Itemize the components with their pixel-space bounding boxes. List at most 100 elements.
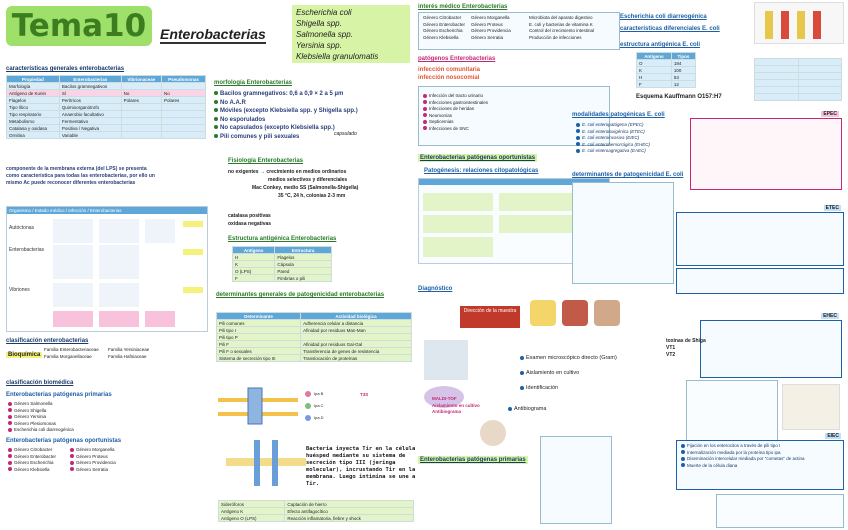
stool-sample-image (594, 300, 620, 326)
primary-pathogens-box (540, 436, 612, 524)
pathogens-heading: patógenos Enterobacterias (418, 56, 496, 62)
group-label: Vibriones (9, 287, 30, 293)
eiec-label: EIEC (825, 433, 841, 439)
diagnosis-steps: Examen microscópico directo (Gram) Aisla… (520, 354, 617, 393)
ecoli-heading: Escherichia coli diarreogénica (620, 14, 707, 20)
t3s-label: T3S (360, 392, 369, 397)
ecoli-sub: características diferenciales E. coli (620, 26, 720, 32)
secretion-system-diagram (218, 387, 311, 425)
eiec-box (676, 268, 844, 294)
characteristics-table: Propiedad Enterobacterias Vibrionaceae P… (6, 75, 206, 139)
pathogenicity-heading: determinantes generales de patogenicidad… (216, 292, 385, 298)
diagnosis-heading: Diagnóstico (418, 286, 453, 292)
ehec-box: EHEC (700, 313, 842, 378)
urine-sample-image (530, 300, 556, 326)
family-list-2: Familia Yersiniaceae Familia Hafniaceae (108, 347, 150, 359)
pathogenic-modalities-heading: modalidades patogénicas E. coli (572, 112, 665, 118)
modalities-list: E. coli enteropatógena (EPEC) E. coli en… (576, 122, 686, 155)
species-item: Yersinia spp. (296, 41, 342, 50)
table-row: O (LPS)Pared (231, 267, 332, 275)
biochem-table (754, 58, 842, 101)
infection-table: Organismo / Estado médico / Infección / … (6, 206, 208, 332)
antibiogram-step: Antibiograma (508, 406, 546, 412)
biochemical-label: Bioquímica (6, 352, 43, 358)
morphology-heading: morfología Enterobacterias (214, 80, 293, 86)
species-item: Salmonella spp. (296, 30, 353, 39)
pathogenesis-heading: Patogénesis: relaciones citopatológicas (424, 168, 539, 174)
classification-heading: clasificación enterobacterias (6, 338, 89, 344)
etec-label: ETEC (823, 205, 841, 211)
kauffmann-scheme: Esquema Kauffmann O157:H7 (636, 94, 722, 100)
membrane-diagram (226, 440, 306, 486)
final-notes-box (716, 494, 844, 528)
diagnosis-sub: MALDI-TOF Aislamiento en cultivo Antibio… (432, 396, 480, 414)
group-label: Autóctonas (9, 225, 35, 231)
ipa-labels: Ipa B Ipa C Ipa D (314, 391, 324, 420)
general-characteristics-heading: características generales enterobacteria… (6, 66, 125, 72)
toxin-labels: toxinas de Shiga VT1 VT2 (666, 338, 706, 358)
physiology-tail: catalasa positivas oxidasa negativas (228, 213, 272, 227)
medical-interest-heading: interés médico Enterobacterias (418, 4, 508, 10)
ecoli-determinants-heading: determinantes de patogenicidad E. coli (572, 172, 684, 178)
flow-diagram (686, 380, 778, 442)
morphology-list: Bacilos gramnegativos: 0,6 a 0,9 × 2 a 5… (214, 90, 414, 141)
ecoli-antigenic-heading: estructura antigénica E. coli (620, 42, 701, 48)
test-tubes-image (754, 2, 844, 44)
cell-image (782, 384, 840, 430)
species-item: Klebsiella granulomatis (296, 52, 379, 61)
opportunistic-pathogens-heading: Enterobacterias patógenas oportunistas (418, 154, 538, 162)
table-row: Pili tipo P (215, 333, 412, 341)
physiology-lines: no exigentes → crecimiento en medios ord… (228, 169, 359, 199)
determinants-box (572, 182, 674, 284)
family-list: Familia Enterobacteriaceae Familia Morga… (44, 347, 99, 359)
eiec-invasion-box: EIEC Fijación en los enterocitos a travé… (676, 433, 844, 490)
species-item: Escherichia coli (296, 8, 352, 17)
tubes-image (424, 340, 468, 380)
opportunistic-list-2: Género Morganella Género Proteus Género … (70, 447, 140, 473)
infection-table-header: Organismo / Estado médico / Infección / … (7, 207, 207, 214)
pathogenesis-table (418, 178, 610, 264)
table-row: Antígeno O (LPS)Reacción inflamatoria, f… (217, 514, 414, 522)
blood-sample-image (562, 300, 588, 326)
biomedical-heading: clasificación biomédica (6, 380, 74, 386)
gram-stain-image (424, 386, 464, 408)
page-subtitle: Enterobacterias (160, 26, 266, 44)
primary-pathogens-heading: Enterobacterias patógenas primarias (418, 456, 528, 464)
primary-list: Género Salmonella Género Shigella Género… (8, 401, 128, 434)
species-item: Shigella spp. (296, 19, 342, 28)
capsulado-note: capsulado (334, 131, 357, 137)
table-header-row: Propiedad Enterobacterias Vibrionaceae P… (6, 75, 206, 83)
sample-direction: Dirección de la muestra (460, 306, 520, 328)
epec-label: EPEC (821, 111, 839, 117)
primary-heading: Enterobacterias patógenas primarias (6, 392, 112, 398)
species-list: Escherichia coli Shigella spp. Salmonell… (292, 5, 410, 63)
opportunistic-heading: Enterobacterias patógenas oportunistas (6, 438, 122, 444)
ehec-label: EHEC (821, 313, 839, 319)
group-label: Enterobacterias (9, 247, 45, 253)
epec-box: EPEC (690, 111, 842, 190)
physiology-heading: Fisiología Enterobacterias (228, 158, 304, 164)
